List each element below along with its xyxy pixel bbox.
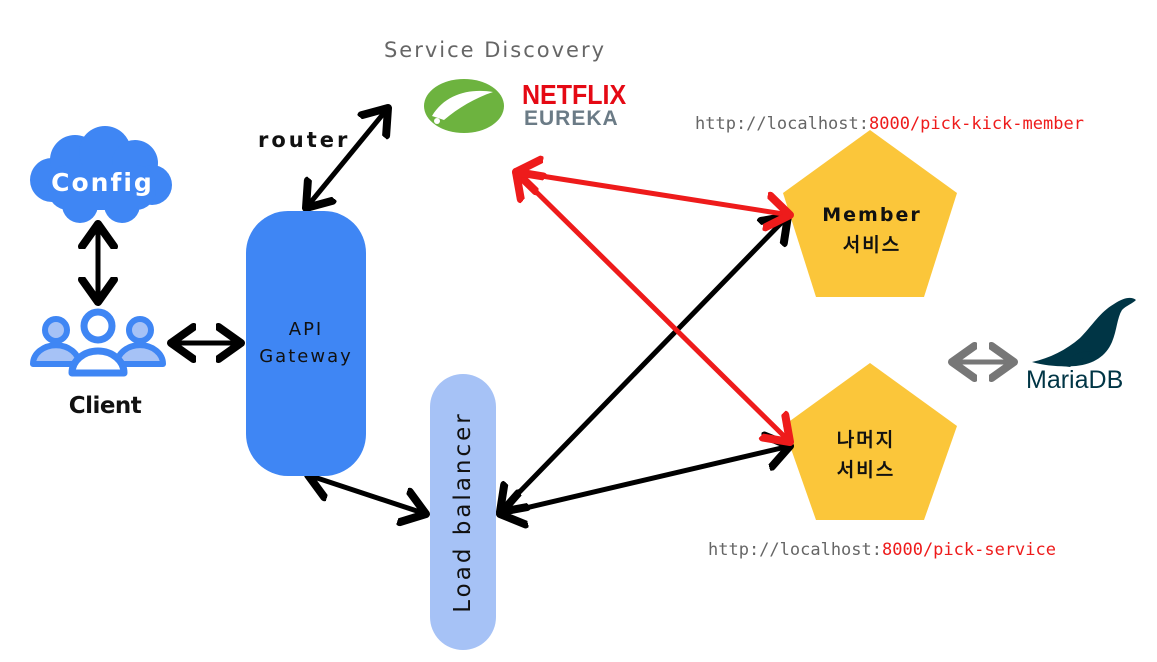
rest-service-line2: 서비스 (836, 459, 896, 481)
eureka-spring-icon (424, 79, 504, 133)
api-gateway-node (246, 211, 366, 476)
rest-service-label: 나머지 서비스 (776, 425, 956, 485)
eureka-member-arrow (516, 172, 790, 215)
config-label: Config (51, 168, 154, 197)
member-service-label: Member 서비스 (782, 200, 962, 260)
client-label: Client (68, 393, 142, 419)
load-balancer-node (430, 374, 496, 650)
config-cloud-icon (30, 126, 172, 223)
loadbalancer-member-arrow (500, 216, 788, 512)
rest-service-url: http://localhost:8000/pick-service (708, 540, 1056, 560)
member-service-line1: Member (822, 204, 922, 226)
rest-service-shape (783, 363, 957, 520)
service-discovery-title: Service Discovery (383, 38, 607, 62)
member-service-line2: 서비스 (842, 234, 902, 256)
mariadb-logo-text: MariaDB (1026, 366, 1123, 395)
mariadb-name-part2: DB (1088, 366, 1124, 394)
rest-url-prefix: http://localhost: (708, 540, 882, 560)
load-balancer-label: Load balancer (450, 411, 476, 613)
member-service-shape (783, 130, 957, 297)
member-service-url: http://localhost:8000/pick-kick-member (695, 114, 1084, 134)
mariadb-sea-lion-icon (1032, 297, 1136, 367)
eureka-logo-eureka-text: EUREKA (524, 107, 619, 130)
member-url-highlight: 8000/pick-kick-member (869, 114, 1084, 134)
gateway-loadbalancer-arrow (308, 475, 426, 514)
eureka-logo-netflix-text: NETFLIX (522, 80, 627, 111)
eureka-rest-arrow (516, 172, 790, 442)
mariadb-name-part1: Maria (1026, 366, 1089, 394)
member-url-prefix: http://localhost: (695, 114, 869, 134)
loadbalancer-rest-arrow (500, 446, 790, 514)
api-gateway-line1: API (288, 319, 324, 340)
router-label: router (258, 128, 351, 152)
api-gateway-line2: Gateway (259, 346, 353, 367)
rest-url-highlight: 8000/pick-service (882, 540, 1056, 560)
client-users-icon (30, 308, 166, 377)
api-gateway-label: API Gateway (246, 316, 366, 370)
rest-service-line1: 나머지 (836, 429, 896, 451)
router-arrow (306, 108, 388, 208)
